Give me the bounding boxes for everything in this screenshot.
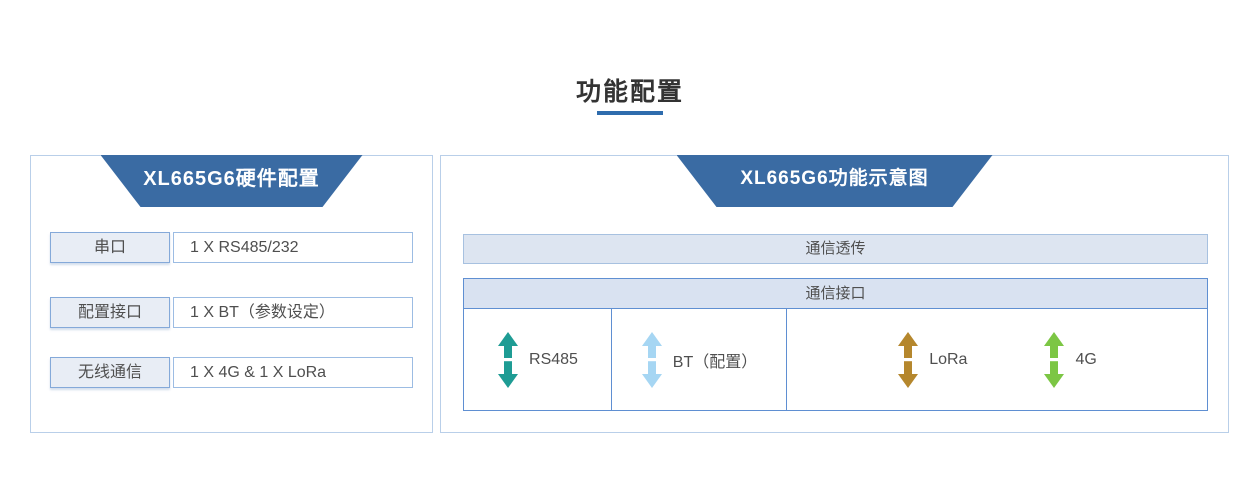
- hardware-row-value: 1 X BT（参数设定）: [173, 297, 413, 328]
- interface-group-bt: BT（配置）: [641, 332, 757, 388]
- interface-cell-wireless: LoRa 4G: [787, 309, 1207, 411]
- hardware-config-panel: XL665G6硬件配置 串口 1 X RS485/232 配置接口 1 X BT…: [30, 155, 433, 433]
- function-diagram-panel: XL665G6功能示意图 通信透传 通信接口: [440, 155, 1229, 433]
- interface-label: RS485: [529, 351, 578, 368]
- interface-group-rs485: RS485: [497, 332, 578, 388]
- double-arrow-icon: [498, 332, 519, 388]
- interface-label: 4G: [1075, 351, 1097, 368]
- function-panel-title: XL665G6功能示意图: [677, 155, 993, 207]
- hardware-row-value: 1 X 4G & 1 X LoRa: [173, 357, 413, 388]
- interface-label: BT（配置）: [672, 354, 758, 371]
- double-arrow-icon: [898, 332, 919, 388]
- communication-interface-body: RS485 BT（配置）: [464, 309, 1207, 411]
- interface-group-lora: LoRa: [897, 332, 967, 388]
- interface-cell-rs485: RS485: [464, 309, 612, 411]
- double-arrow-icon: [641, 332, 662, 388]
- title-underline: [597, 111, 663, 115]
- communication-interface-table: 通信接口 RS485: [463, 278, 1208, 411]
- hardware-panel-title: XL665G6硬件配置: [101, 155, 363, 207]
- hardware-row-value: 1 X RS485/232: [173, 232, 413, 263]
- hardware-row-label: 无线通信: [50, 357, 170, 388]
- transparent-transmission-bar: 通信透传: [463, 234, 1208, 264]
- interface-cell-bt: BT（配置）: [612, 309, 787, 411]
- interface-group-4g: 4G: [1043, 332, 1097, 388]
- hardware-row-label: 配置接口: [50, 297, 170, 328]
- page-title: 功能配置: [575, 78, 684, 106]
- interface-label: LoRa: [929, 351, 968, 368]
- double-arrow-icon: [1044, 332, 1065, 388]
- hardware-row-label: 串口: [50, 232, 170, 263]
- communication-interface-header: 通信接口: [464, 279, 1207, 309]
